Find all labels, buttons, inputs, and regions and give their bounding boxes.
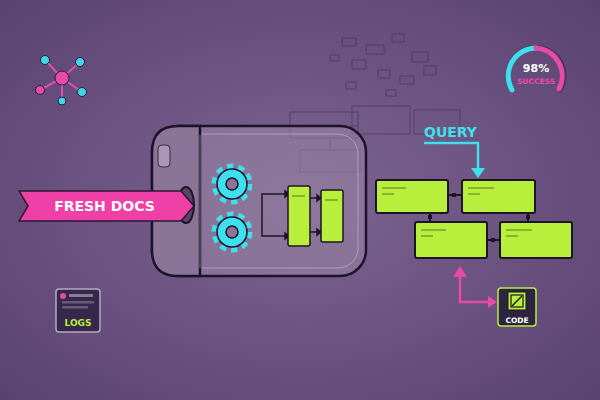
percent-value: 98%: [523, 62, 549, 75]
code-node: CODE: [497, 287, 537, 327]
query-label: QUERY: [424, 124, 477, 140]
ribbon-text: FRESH DOCS: [54, 198, 155, 214]
logs-text: LOGS: [65, 318, 92, 328]
network-icon: [36, 56, 87, 106]
gear-icon: [215, 167, 249, 249]
code-arrow: [453, 266, 497, 308]
success-label: SUCCESS: [517, 77, 555, 86]
logs-node: LOGS: [55, 288, 101, 333]
pipeline-blocks: [262, 186, 343, 246]
ribbon-node: FRESH DOCS: [18, 190, 195, 222]
success-gauge: [508, 48, 564, 90]
code-text: CODE: [505, 316, 528, 325]
query-arrow: [424, 143, 485, 178]
result-graph: [376, 180, 572, 258]
